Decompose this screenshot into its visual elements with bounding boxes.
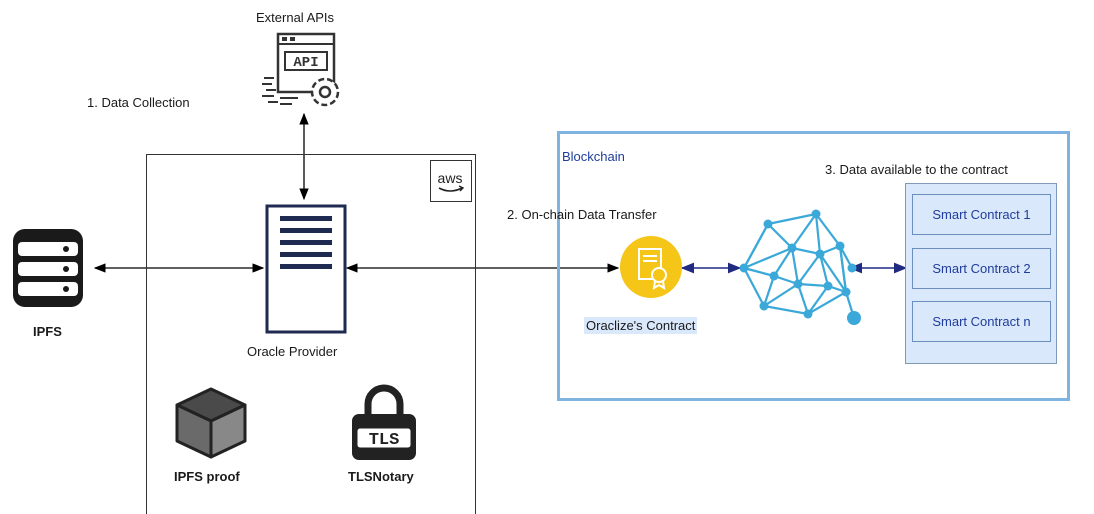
database-icon bbox=[13, 229, 83, 307]
aws-icon: aws bbox=[438, 170, 465, 192]
tlsnotary-label: TLSNotary bbox=[348, 469, 414, 484]
api-icon: API bbox=[262, 32, 340, 107]
svg-text:TLS: TLS bbox=[369, 431, 400, 450]
aws-logo: aws bbox=[430, 160, 472, 202]
server-icon bbox=[265, 204, 347, 334]
cube-icon bbox=[175, 387, 247, 459]
oraclize-contract-label: Oraclize's Contract bbox=[584, 317, 698, 334]
onchain-transfer-label: 2. On-chain Data Transfer bbox=[507, 207, 657, 222]
ipfs-label: IPFS bbox=[33, 324, 62, 339]
oracle-provider-label: Oracle Provider bbox=[247, 344, 338, 359]
lock-icon: TLS bbox=[352, 384, 416, 460]
aws-container bbox=[146, 154, 476, 514]
connectors bbox=[93, 112, 908, 274]
data-collection-label: 1. Data Collection bbox=[87, 95, 190, 110]
certificate-icon bbox=[620, 236, 682, 298]
svg-text:API: API bbox=[293, 55, 318, 71]
blockchain-label: Blockchain bbox=[562, 149, 625, 164]
data-available-label: 3. Data available to the contract bbox=[825, 162, 1008, 177]
ipfs-proof-label: IPFS proof bbox=[174, 469, 240, 484]
svg-text:aws: aws bbox=[438, 170, 463, 186]
smart-contract-2: Smart Contract 2 bbox=[912, 248, 1051, 289]
network-globe-icon bbox=[739, 209, 861, 325]
oraclize-contract-text: Oraclize's Contract bbox=[584, 317, 698, 334]
external-apis-label: External APIs bbox=[256, 10, 335, 25]
smart-contract-n: Smart Contract n bbox=[912, 301, 1051, 342]
smart-contract-1: Smart Contract 1 bbox=[912, 194, 1051, 235]
blockchain-container bbox=[557, 131, 1070, 401]
